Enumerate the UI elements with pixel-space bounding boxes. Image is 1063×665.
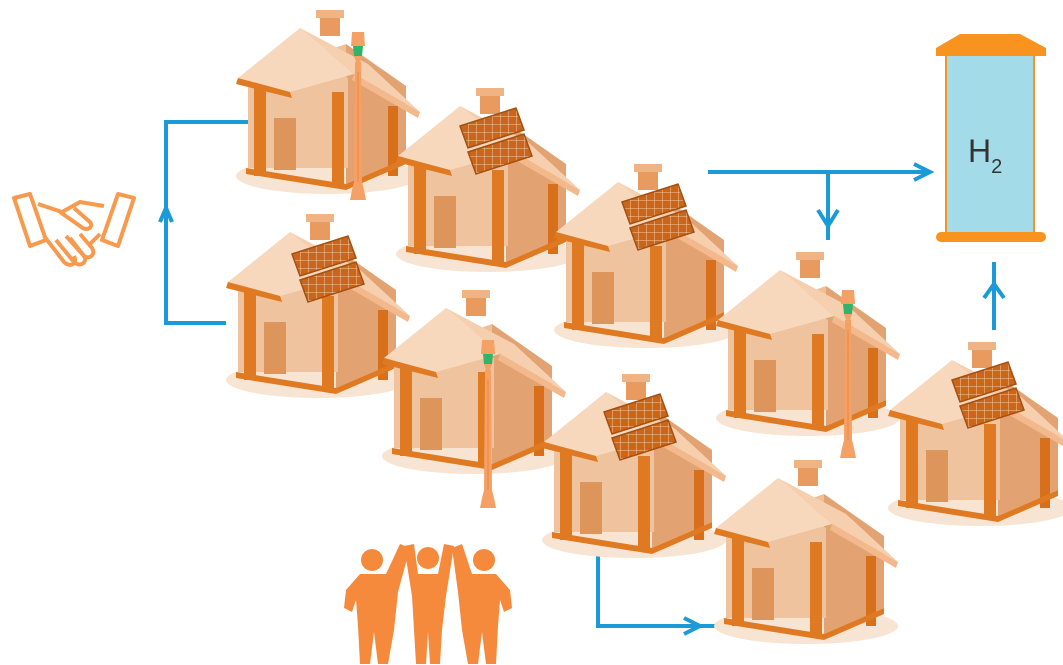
people-group-icon xyxy=(344,544,512,664)
house-icon xyxy=(716,252,900,436)
flow-arrows xyxy=(158,120,1006,636)
house-icon xyxy=(396,88,580,272)
arrow-head-down xyxy=(816,208,840,230)
house-icon xyxy=(236,10,420,194)
arrow-head-to-tank xyxy=(913,162,935,182)
arrow-up-left xyxy=(158,202,174,223)
arrow-bottom xyxy=(596,546,738,628)
arrow-head-up xyxy=(982,280,1006,300)
handshake-icon xyxy=(12,192,136,267)
arrow-head-bottom xyxy=(683,616,705,636)
house-icon xyxy=(554,164,738,348)
house-icon xyxy=(226,214,410,398)
hydrogen-symbol: H xyxy=(968,133,992,169)
arrow-left-bracket xyxy=(164,120,248,325)
house-icon xyxy=(714,460,898,644)
hydrogen-label: H2 xyxy=(968,133,1003,179)
house-icon xyxy=(382,290,566,474)
house-icon xyxy=(888,342,1063,526)
hydrogen-subscript: 2 xyxy=(991,156,1003,179)
hydrogen-tank-icon xyxy=(936,34,1046,242)
